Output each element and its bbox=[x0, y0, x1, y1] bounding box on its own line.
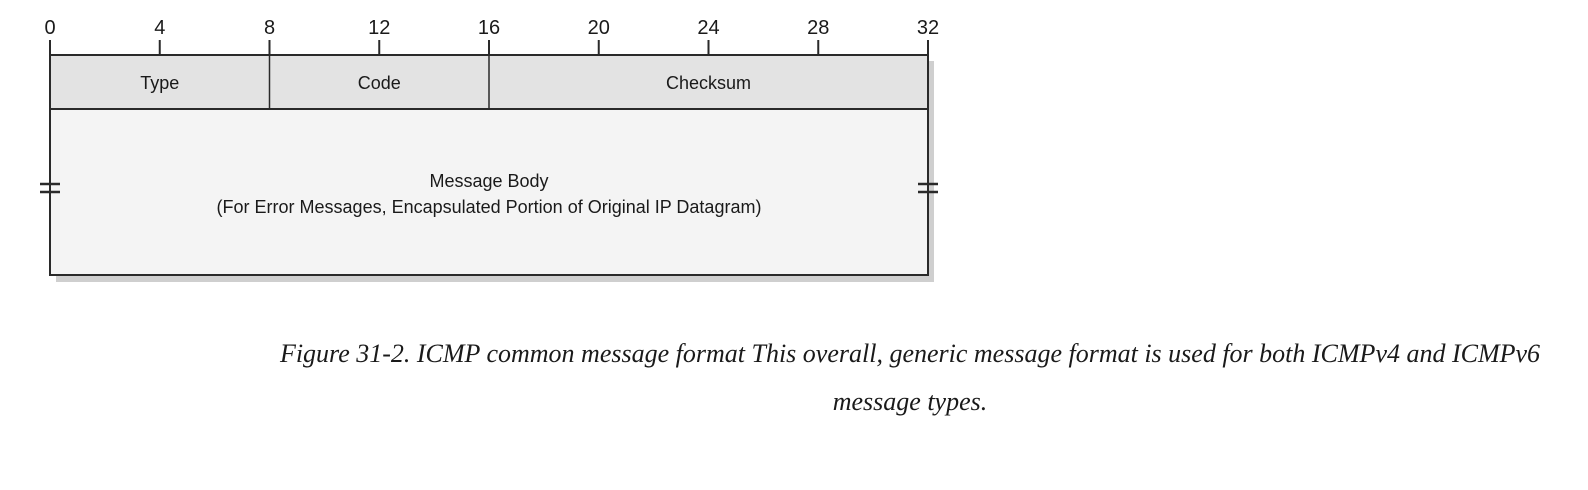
header-fields: Type Code Checksum bbox=[140, 55, 751, 109]
bit-tick-label: 24 bbox=[697, 17, 719, 39]
bit-tick-label: 12 bbox=[368, 17, 390, 39]
left-break-marker bbox=[40, 182, 60, 194]
bit-tick-label: 8 bbox=[264, 17, 275, 39]
message-body-description: (For Error Messages, Encapsulated Portio… bbox=[217, 197, 762, 217]
bit-ruler: 0 4 8 12 16 20 24 28 32 bbox=[44, 17, 939, 55]
right-break-marker bbox=[918, 182, 938, 194]
bit-tick-label: 28 bbox=[807, 17, 829, 39]
field-label-type: Type bbox=[140, 73, 179, 93]
figure-caption: Figure 31-2. ICMP common message format … bbox=[279, 339, 1541, 416]
bit-tick-label: 4 bbox=[154, 17, 165, 39]
message-body-title: Message Body bbox=[429, 171, 548, 191]
bit-tick-label: 32 bbox=[917, 17, 939, 39]
field-label-checksum: Checksum bbox=[666, 73, 751, 93]
bit-tick-label: 16 bbox=[478, 17, 500, 39]
bit-tick-label: 20 bbox=[588, 17, 610, 39]
icmp-format-diagram: 0 4 8 12 16 20 24 28 32 Type Code Checksum Message… bbox=[40, 17, 939, 282]
field-label-code: Code bbox=[358, 73, 401, 93]
bit-tick-label: 0 bbox=[44, 17, 55, 39]
message-body-box bbox=[49, 108, 929, 276]
